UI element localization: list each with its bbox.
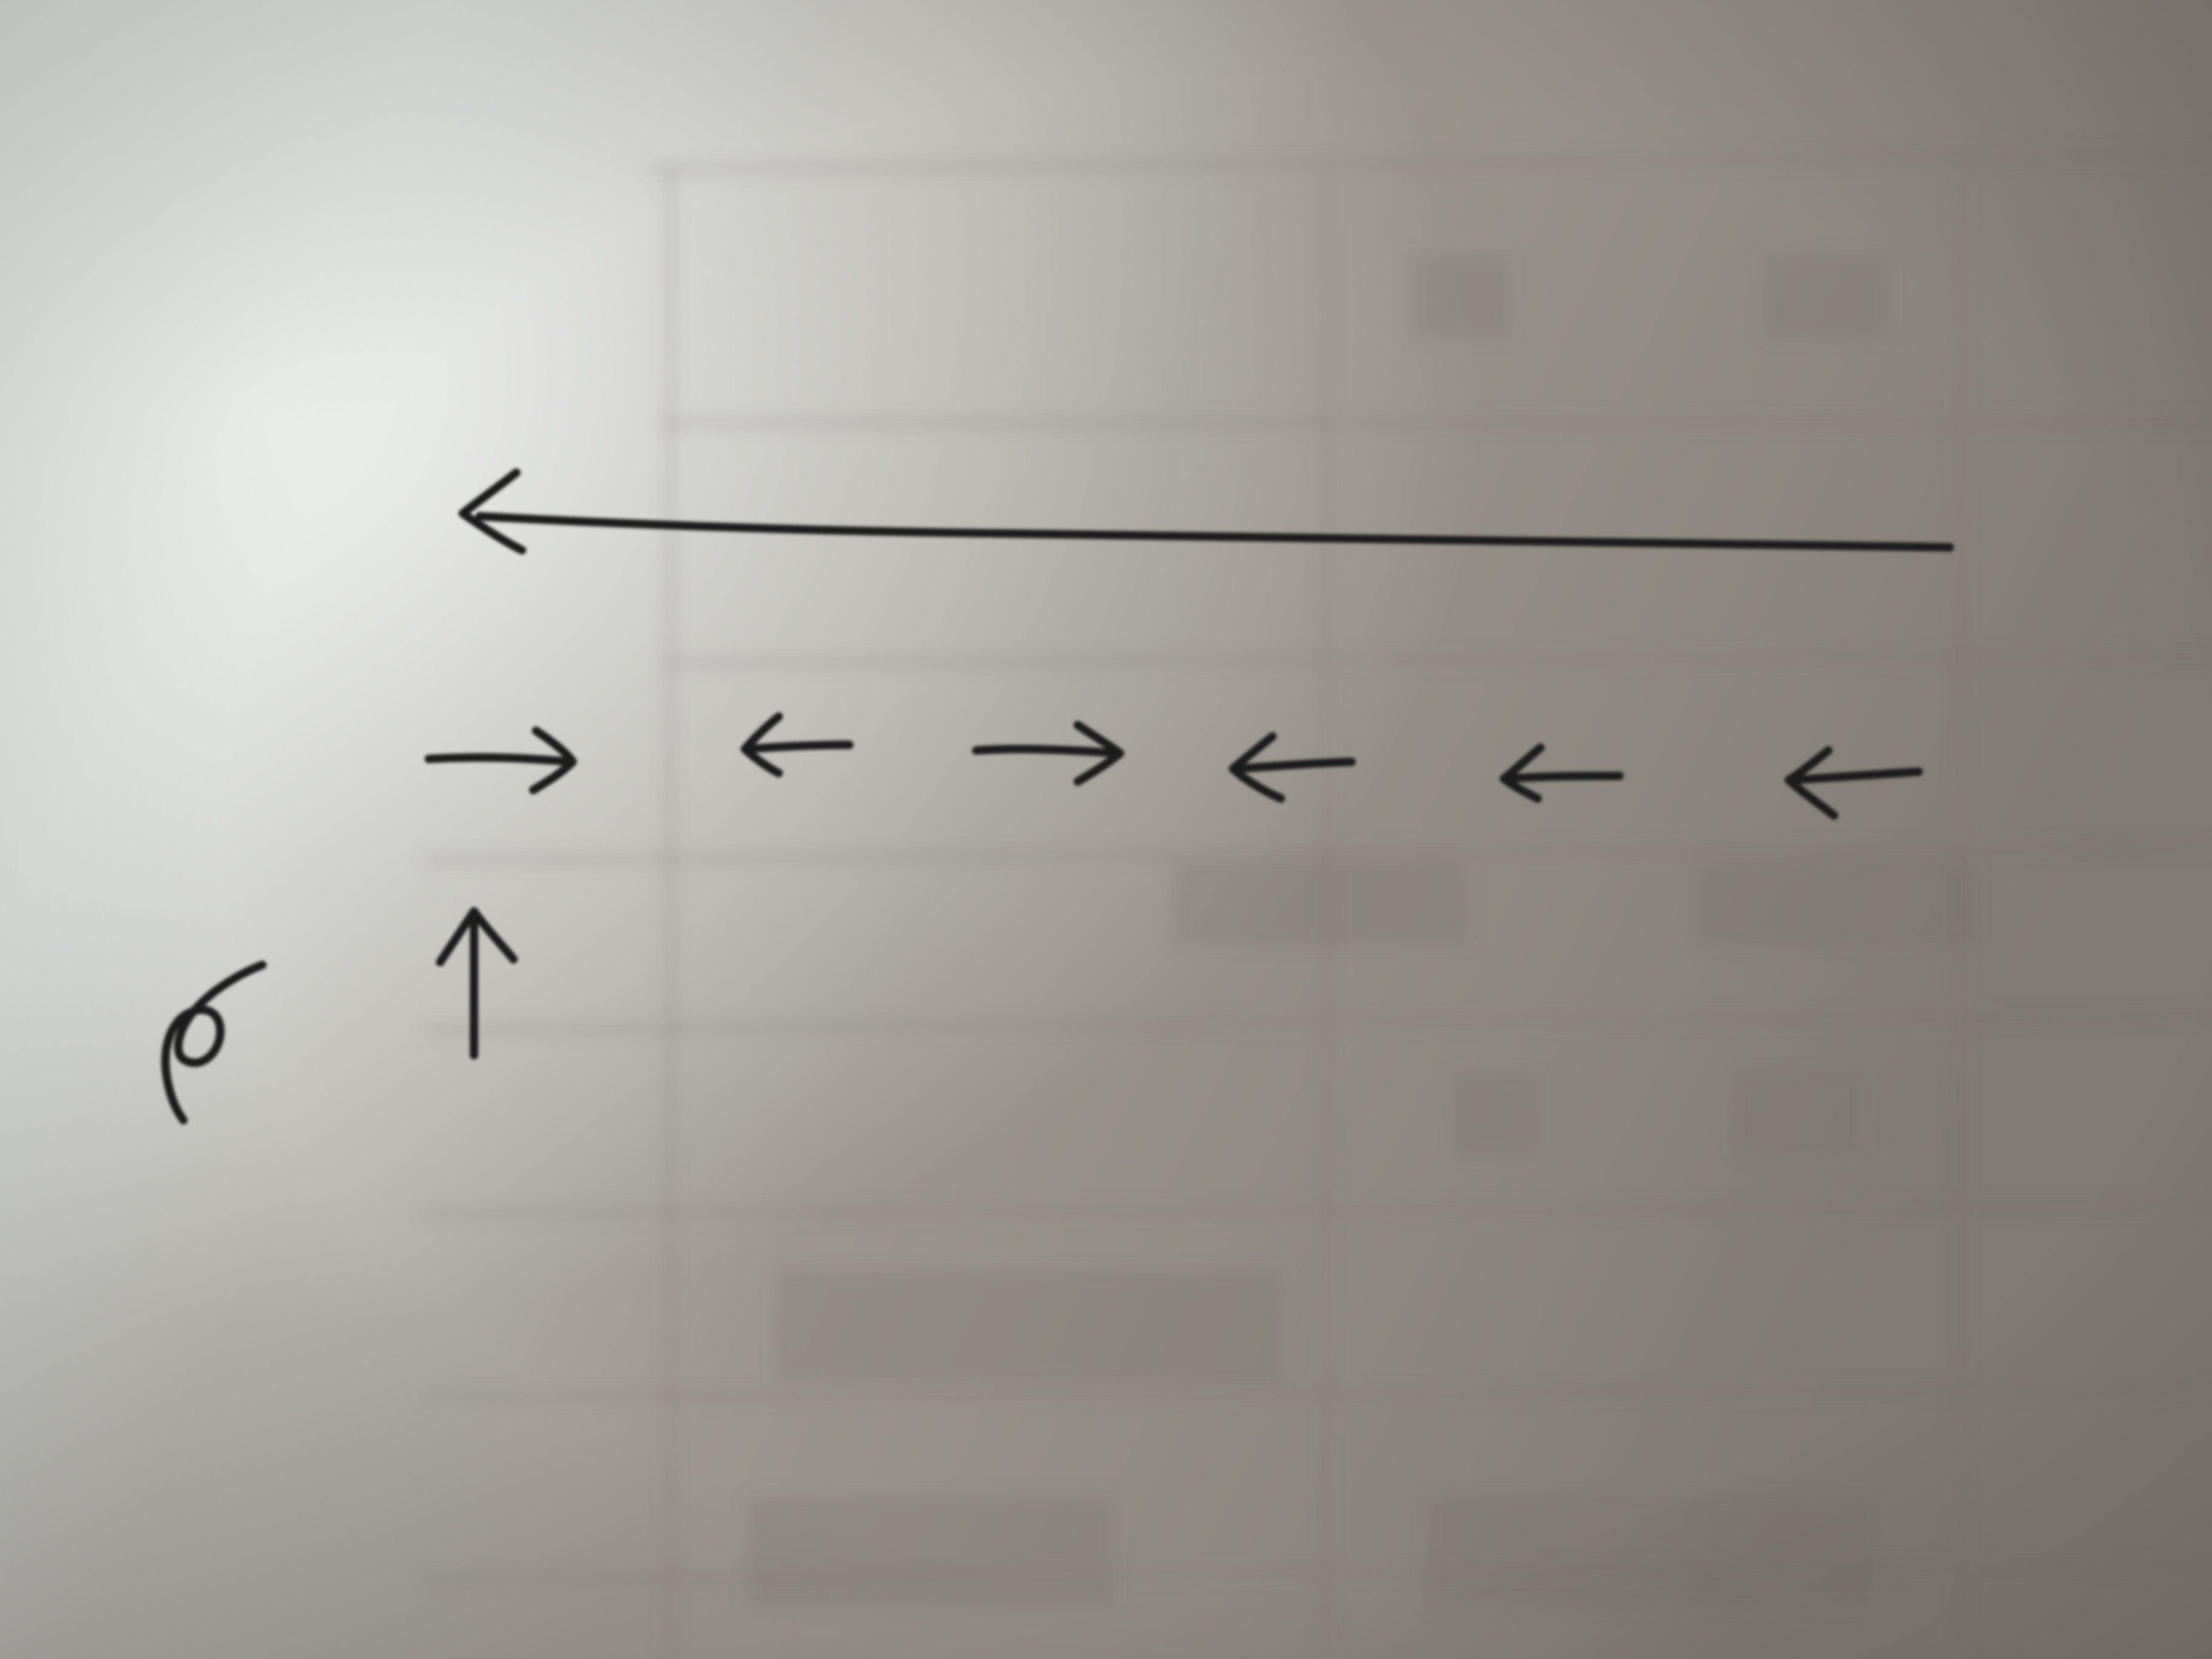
- photo-vignette: [0, 0, 2212, 1659]
- paper-photo: [0, 0, 2212, 1659]
